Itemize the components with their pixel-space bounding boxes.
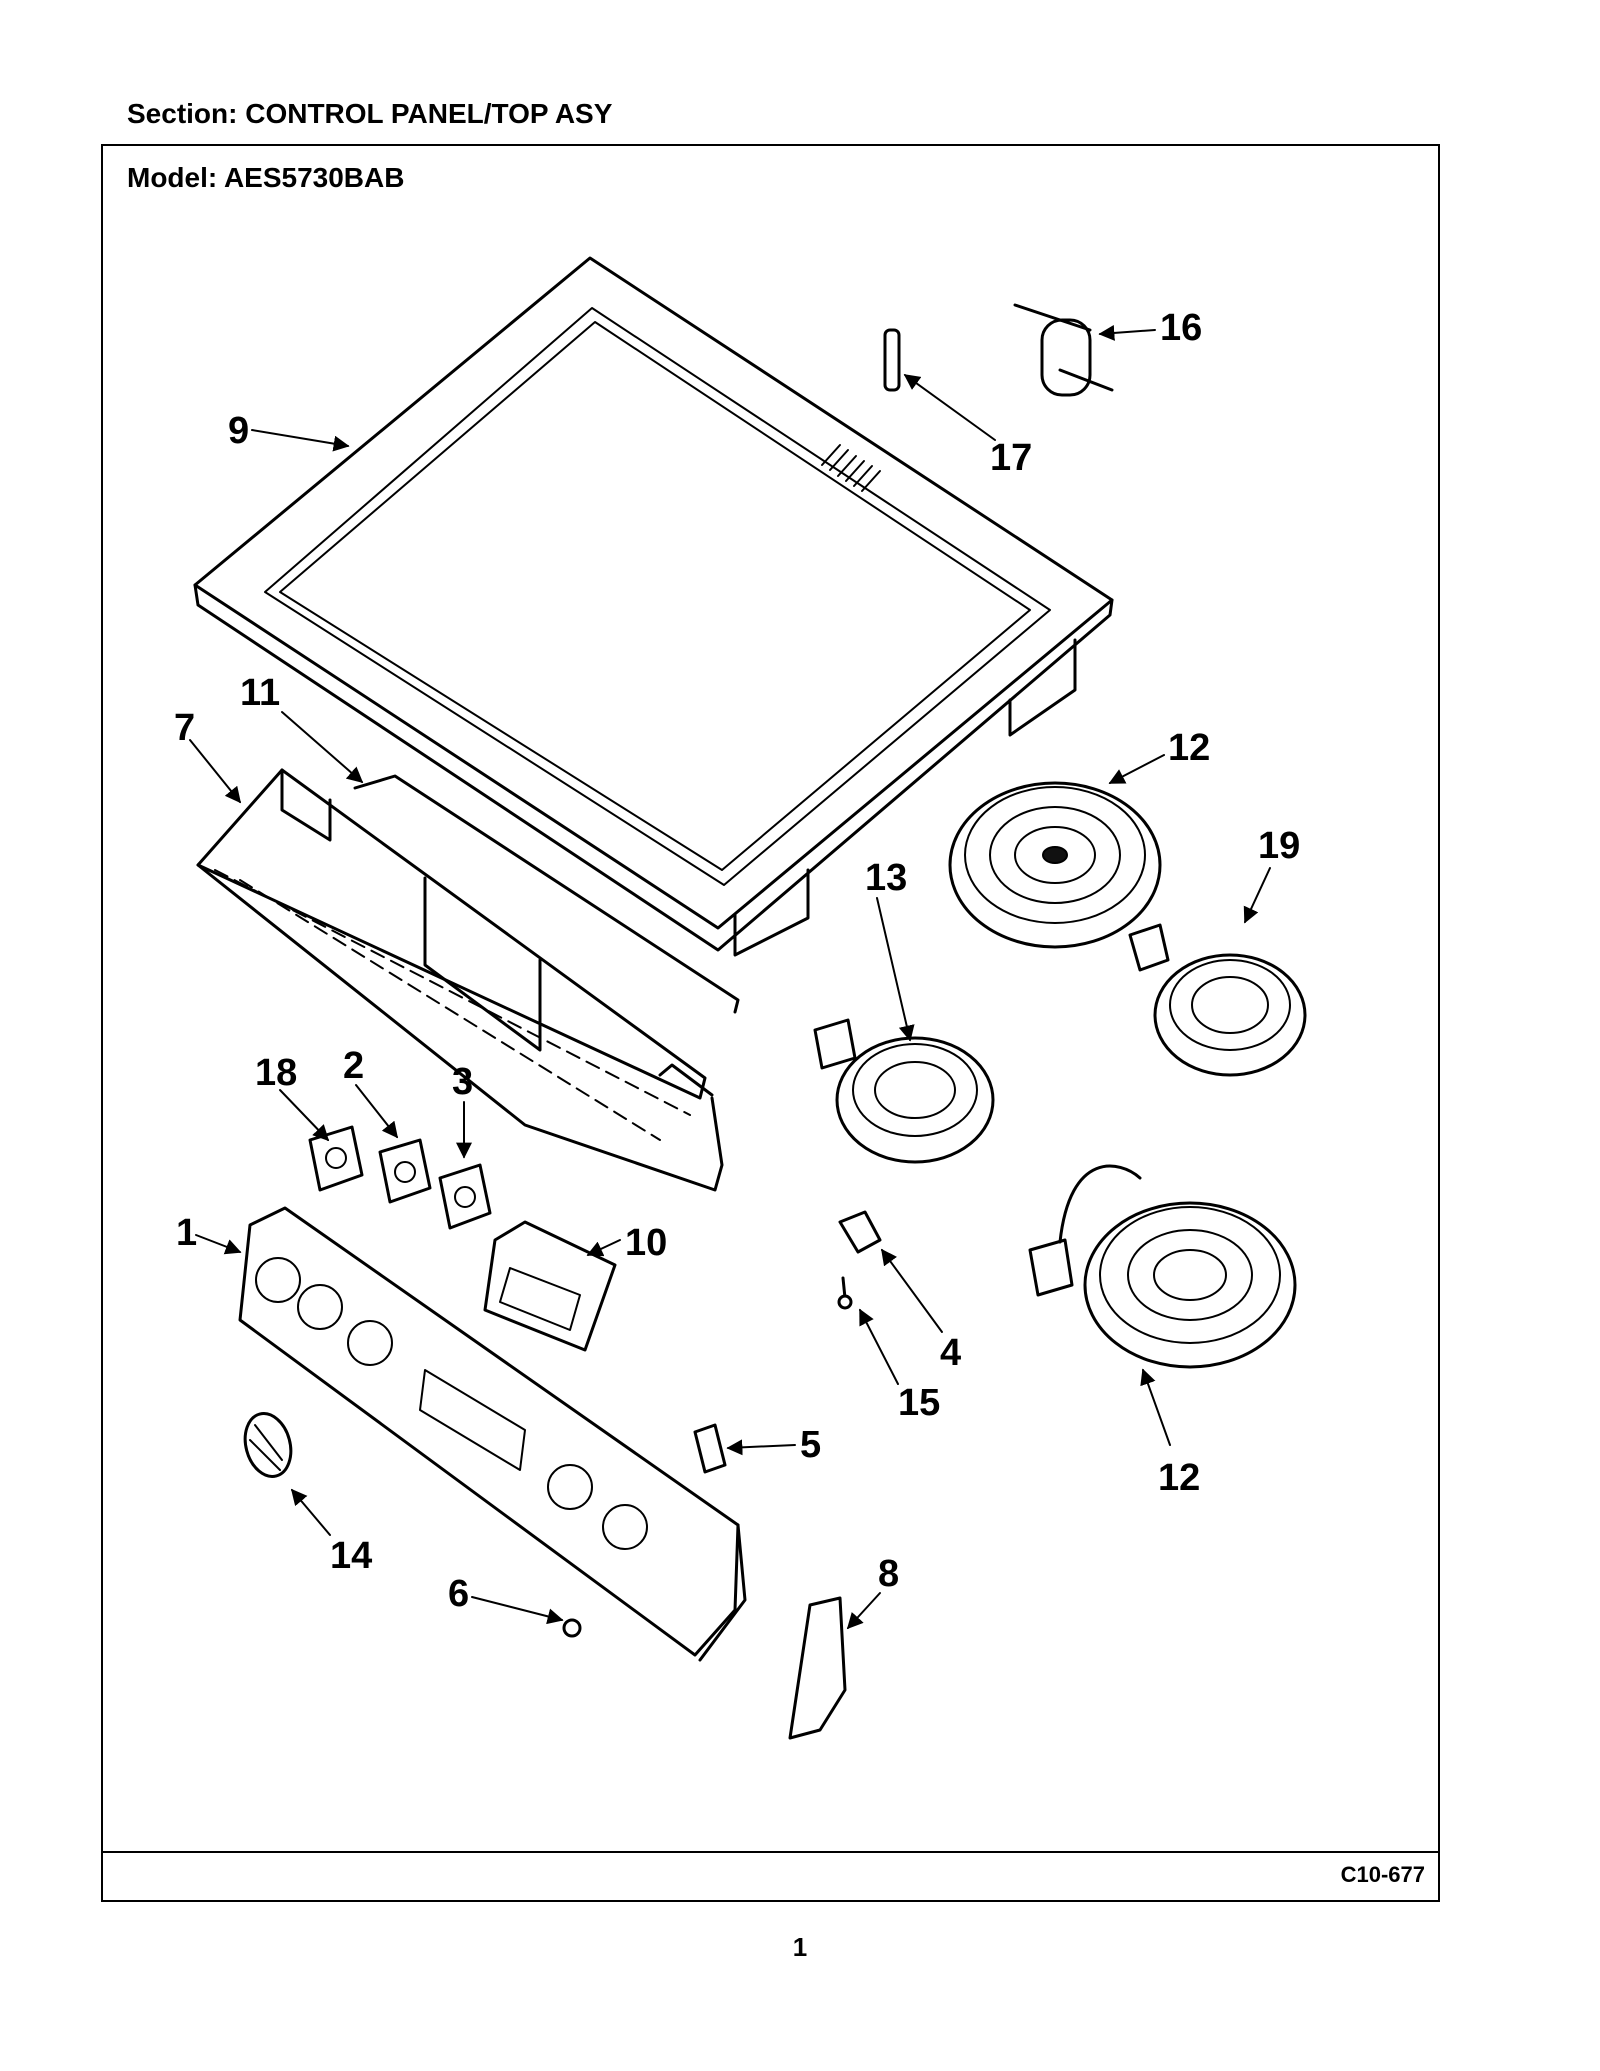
- section-title: Section: CONTROL PANEL/TOP ASY: [127, 98, 613, 129]
- svg-text:14: 14: [330, 1535, 372, 1577]
- callout-8: 8: [846, 1553, 899, 1630]
- surface-element-19: [1128, 923, 1307, 1077]
- callout-10: 10: [586, 1222, 667, 1264]
- svg-text:5: 5: [800, 1424, 821, 1466]
- svg-text:1: 1: [176, 1212, 197, 1254]
- svg-text:8: 8: [878, 1553, 899, 1595]
- cooktop-main-top: [193, 256, 1114, 957]
- part-16: [1013, 303, 1114, 397]
- surface-element-13: [813, 1018, 995, 1164]
- callout-12b: 12: [1140, 1368, 1200, 1499]
- end-cap-8: [788, 1596, 847, 1740]
- switch-3: [438, 1163, 492, 1230]
- svg-text:6: 6: [448, 1573, 469, 1615]
- bracket-4: [838, 1210, 882, 1254]
- svg-text:16: 16: [1160, 307, 1202, 349]
- callout-11: 11: [240, 672, 364, 784]
- svg-text:10: 10: [625, 1222, 667, 1264]
- callout-15: 15: [859, 1308, 940, 1424]
- svg-text:12: 12: [1158, 1457, 1200, 1499]
- svg-text:9: 9: [228, 410, 249, 452]
- svg-text:3: 3: [452, 1061, 473, 1103]
- svg-text:18: 18: [255, 1052, 297, 1094]
- switch-2: [378, 1138, 432, 1204]
- callout-13: 13: [865, 857, 915, 1042]
- callout-9: 9: [228, 410, 350, 452]
- callout-2: 2: [343, 1045, 398, 1139]
- control-panel-bracket: [196, 768, 724, 1192]
- callout-1: 1: [176, 1212, 242, 1255]
- callout-3: 3: [452, 1061, 473, 1159]
- footer-divider: [101, 1851, 1440, 1853]
- callout-6: 6: [448, 1573, 564, 1625]
- svg-text:15: 15: [898, 1382, 940, 1424]
- callout-5: 5: [726, 1424, 821, 1466]
- knob-14: [243, 1412, 293, 1478]
- surface-element-12-top: [948, 781, 1162, 949]
- model-title: Model: AES5730BAB: [127, 162, 405, 193]
- svg-text:2: 2: [343, 1045, 364, 1087]
- clip-5: [693, 1423, 727, 1474]
- callout-12a: 12: [1108, 727, 1210, 784]
- callout-14: 14: [290, 1488, 372, 1577]
- callout-19: 19: [1243, 825, 1300, 924]
- svg-text:12: 12: [1168, 727, 1210, 769]
- callout-4: 4: [881, 1248, 961, 1374]
- svg-text:13: 13: [865, 857, 907, 899]
- callout-16: 16: [1098, 307, 1202, 349]
- callout-7: 7: [174, 707, 242, 804]
- part-17: [883, 328, 901, 392]
- plug-6: [562, 1618, 582, 1638]
- backguard-panel: [238, 1206, 747, 1662]
- switch-18: [308, 1125, 364, 1192]
- surface-element-12-bottom: [1028, 1164, 1297, 1369]
- svg-text:17: 17: [990, 437, 1032, 479]
- svg-text:11: 11: [240, 672, 280, 714]
- svg-text:4: 4: [940, 1332, 961, 1374]
- control-strip: [353, 774, 740, 1014]
- svg-text:7: 7: [174, 707, 195, 749]
- electronic-control-10: [483, 1220, 617, 1352]
- svg-text:19: 19: [1258, 825, 1300, 867]
- callout-17: 17: [903, 374, 1032, 479]
- diagram-code: C10-677: [1340, 1862, 1425, 1887]
- callout-18: 18: [255, 1052, 330, 1142]
- screw-15: [837, 1276, 853, 1310]
- page-number: 1: [792, 1932, 808, 1962]
- diagram-frame: [101, 144, 1440, 1902]
